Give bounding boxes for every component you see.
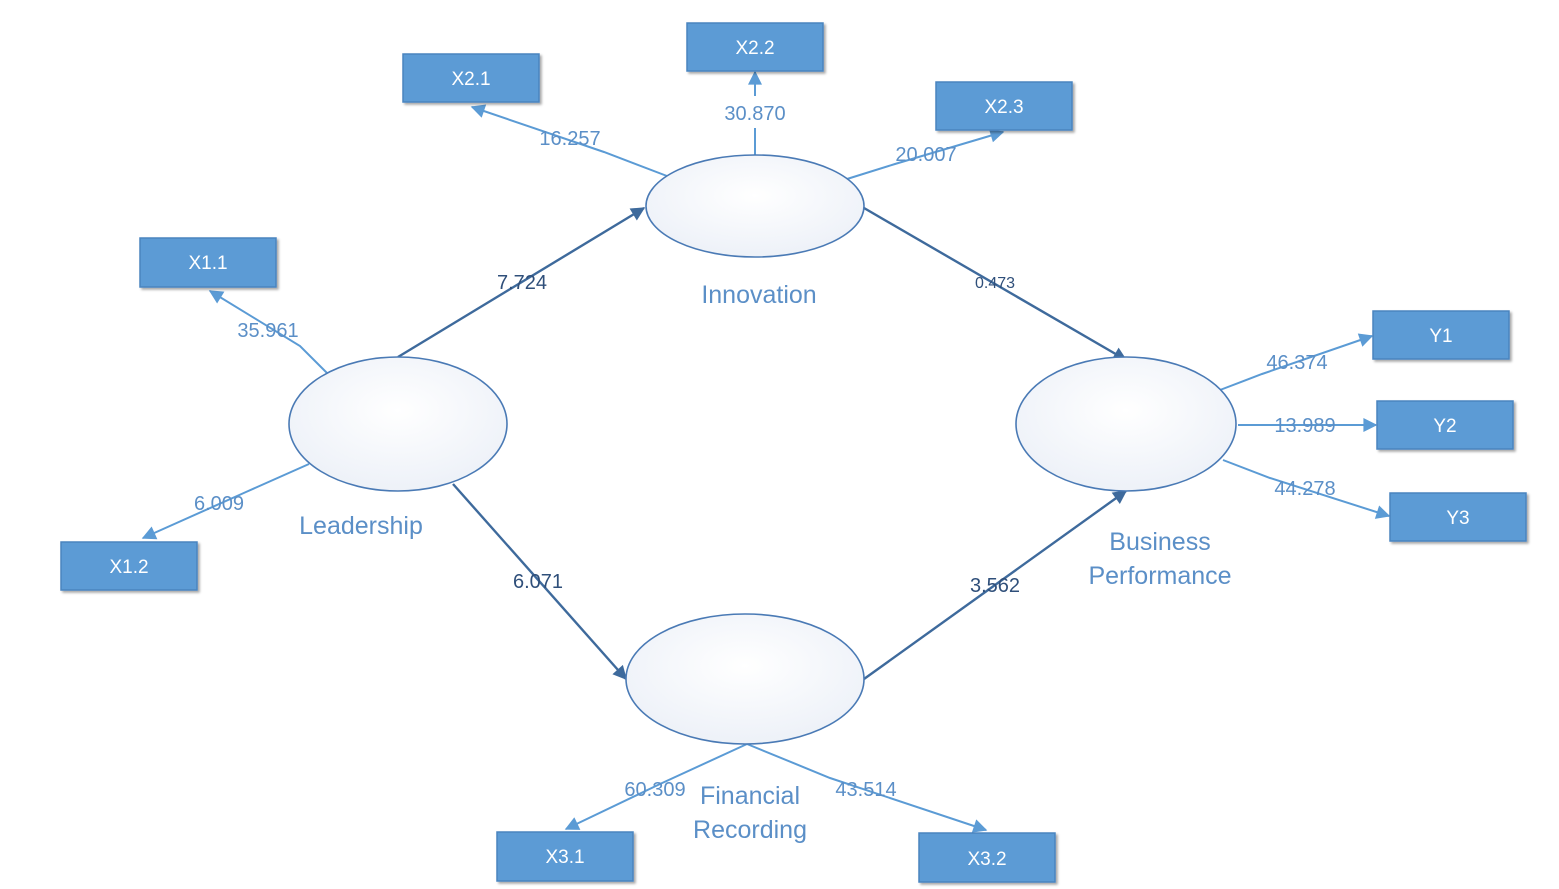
coef-innovation-business: 0.473	[975, 275, 1015, 292]
financial-recording-label-line1: Financial	[700, 782, 800, 810]
loading-y3: 44.278	[1274, 478, 1335, 500]
loading-arrow-x3-2	[746, 743, 988, 833]
loading-x1-2: 6.009	[194, 493, 244, 515]
business-performance-label-line2: Performance	[1088, 562, 1231, 590]
leadership-label: Leadership	[299, 512, 423, 540]
path-leadership-to-financial-arrow	[452, 483, 627, 681]
indicator-y2-label: Y2	[1433, 416, 1456, 437]
path-coefficients: 7.724 6.071 0.473 3.562	[497, 272, 1020, 597]
indicator-x2-2[interactable]: X2.2	[686, 22, 824, 72]
coef-financial-business: 3.562	[970, 575, 1020, 597]
outer-loadings: 35.961 6.009 16.257 30.870 20.007 60.309…	[194, 103, 1336, 801]
indicator-boxes: X1.1 X1.2 X2.1 X2.2 X2.3 X3.1 X3.2 Y1	[60, 22, 1527, 883]
indicator-x3-1[interactable]: X3.1	[496, 831, 634, 882]
loading-arrow-x2-1	[470, 104, 668, 177]
indicator-x3-1-label: X3.1	[545, 847, 584, 868]
loading-y2: 13.989	[1274, 415, 1335, 437]
measurement-arrows	[141, 70, 1391, 833]
loading-arrow-x1-1	[208, 290, 329, 375]
business-performance-label-line1: Business	[1109, 528, 1210, 556]
business-performance-construct[interactable]	[1015, 356, 1237, 492]
loading-y1: 46.374	[1266, 352, 1327, 374]
indicator-y1[interactable]: Y1	[1372, 310, 1510, 360]
loading-x2-3: 20.007	[895, 144, 956, 166]
indicator-x2-3-label: X2.3	[984, 97, 1023, 118]
indicator-x1-2[interactable]: X1.2	[60, 541, 198, 591]
loading-x3-2: 43.514	[835, 779, 896, 801]
coef-leadership-financial: 6.071	[513, 571, 563, 593]
loading-x3-1: 60.309	[624, 779, 685, 801]
loading-arrow-x1-2	[141, 463, 310, 540]
indicator-x1-1-label: X1.1	[188, 253, 227, 274]
loading-arrow-x3-1	[564, 743, 748, 830]
indicator-x3-2-label: X3.2	[967, 849, 1006, 870]
path-leadership-to-innovation-arrow	[397, 206, 646, 359]
financial-recording-label-line2: Recording	[693, 816, 807, 844]
indicator-y3[interactable]: Y3	[1389, 492, 1527, 542]
indicator-x2-2-label: X2.2	[735, 38, 774, 59]
indicator-y2[interactable]: Y2	[1376, 400, 1514, 450]
structural-paths	[397, 206, 1128, 681]
indicator-x1-2-label: X1.2	[109, 557, 148, 578]
indicator-y1-label: Y1	[1429, 326, 1452, 347]
innovation-label: Innovation	[701, 281, 816, 309]
path-financial-to-business-arrow	[863, 490, 1128, 680]
loading-x1-1: 35.961	[237, 320, 298, 342]
indicator-x1-1[interactable]: X1.1	[139, 237, 277, 288]
loading-x2-2: 30.870	[724, 103, 785, 125]
latent-constructs	[288, 154, 1237, 745]
loading-arrow-y1	[1219, 333, 1374, 391]
loading-arrow-x2-3	[846, 128, 1005, 180]
financial-recording-construct[interactable]	[625, 613, 865, 745]
loading-x2-1: 16.257	[539, 128, 600, 150]
indicator-x3-2[interactable]: X3.2	[918, 832, 1056, 883]
indicator-x2-3[interactable]: X2.3	[935, 81, 1073, 131]
indicator-x2-1-label: X2.1	[451, 69, 490, 90]
loading-arrow-y3	[1222, 459, 1391, 519]
innovation-construct[interactable]	[645, 154, 865, 258]
construct-labels: Leadership Innovation Financial Recordin…	[299, 281, 1231, 844]
leadership-construct[interactable]	[288, 356, 508, 492]
coef-leadership-innovation: 7.724	[497, 272, 547, 294]
indicator-x2-1[interactable]: X2.1	[402, 53, 540, 103]
indicator-y3-label: Y3	[1446, 508, 1469, 529]
path-innovation-to-business-arrow	[863, 206, 1128, 362]
